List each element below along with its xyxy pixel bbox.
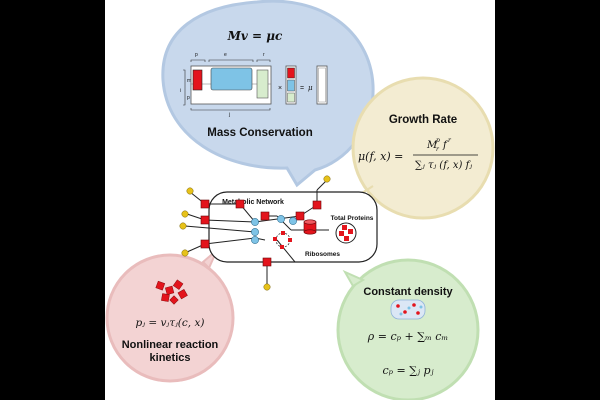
kinetics-equation: pⱼ = vⱼτⱼ(c, x) bbox=[136, 317, 205, 329]
density-title: Constant density bbox=[363, 286, 453, 298]
svg-text:j: j bbox=[228, 112, 230, 118]
svg-text:μ: μ bbox=[308, 84, 313, 92]
density-content: Constant density ρ = cₚ + ∑ₘ cₘ cₚ = ∑ⱼ … bbox=[363, 286, 453, 377]
stoichiometry-matrix-graphic: i m p p e r j × = bbox=[180, 52, 328, 118]
reaction-nodes bbox=[200, 199, 322, 267]
ribosome-cycle bbox=[273, 231, 292, 249]
figure-canvas: Mv = μc i m p p e r j × bbox=[105, 0, 495, 400]
svg-text:p: p bbox=[195, 52, 198, 58]
ribosome-icon bbox=[303, 219, 317, 235]
metabolic-network-label: Metabolic Network bbox=[222, 199, 284, 206]
ribosomes-label: Ribosomes bbox=[305, 251, 340, 258]
svg-text:r: r bbox=[448, 137, 452, 144]
svg-text:r: r bbox=[263, 52, 265, 58]
nutrient-nodes bbox=[179, 175, 331, 291]
total-proteins-icon bbox=[335, 222, 357, 244]
svg-text:e: e bbox=[224, 52, 227, 58]
growth-rate-bubble bbox=[350, 76, 495, 220]
svg-text:f: f bbox=[442, 140, 449, 151]
kinetics-content: pⱼ = vⱼτⱼ(c, x) Nonlinear reaction kinet… bbox=[122, 279, 219, 364]
growth-rate-lhs: μ(f, x) = bbox=[358, 150, 403, 163]
mass-conservation-content: Mv = μc i m p p e r j × bbox=[180, 29, 328, 139]
cell-density-icon bbox=[390, 299, 426, 320]
kinetics-bubble-shape bbox=[105, 253, 235, 383]
svg-text:p: p bbox=[436, 137, 440, 144]
metabolite-nodes bbox=[251, 215, 297, 244]
svg-text:i: i bbox=[180, 88, 181, 94]
svg-text:m: m bbox=[187, 78, 191, 84]
density-bubble-shape bbox=[336, 258, 480, 400]
svg-text:p: p bbox=[187, 95, 190, 101]
svg-text:∑ⱼ τⱼ (f, x) fⱼ: ∑ⱼ τⱼ (f, x) fⱼ bbox=[415, 160, 472, 171]
mass-conservation-equation: Mv = μc bbox=[227, 29, 283, 43]
growth-rate-bubble-shape bbox=[351, 76, 495, 220]
metabolic-network: Metabolic Network bbox=[179, 175, 378, 291]
enzyme-cluster-icon bbox=[155, 279, 188, 305]
cell-boundary bbox=[208, 191, 378, 263]
svg-text:=: = bbox=[300, 85, 304, 92]
growth-rate-title: Growth Rate bbox=[389, 114, 457, 126]
figure-svg: Mv = μc i m p p e r j × bbox=[105, 0, 495, 400]
growth-rate-content: Growth Rate μ(f, x) = M p r f r ∑ⱼ τⱼ (f… bbox=[358, 114, 478, 171]
total-proteins-label: Total Proteins bbox=[331, 215, 374, 222]
growth-rate-fraction: M p r f r ∑ⱼ τⱼ (f, x) fⱼ bbox=[413, 137, 478, 171]
density-equation-1: ρ = cₚ + ∑ₘ cₘ bbox=[367, 330, 448, 343]
svg-text:×: × bbox=[278, 85, 282, 92]
mass-conservation-title: Mass Conservation bbox=[207, 127, 312, 139]
density-equation-2: cₚ = ∑ⱼ pⱼ bbox=[383, 364, 434, 377]
density-bubble bbox=[336, 258, 480, 400]
svg-text:r: r bbox=[436, 146, 440, 153]
kinetics-title-line2: kinetics bbox=[150, 352, 191, 364]
kinetics-title-line1: Nonlinear reaction bbox=[122, 339, 219, 351]
svg-text:M: M bbox=[426, 140, 438, 151]
network-edges bbox=[184, 179, 328, 286]
